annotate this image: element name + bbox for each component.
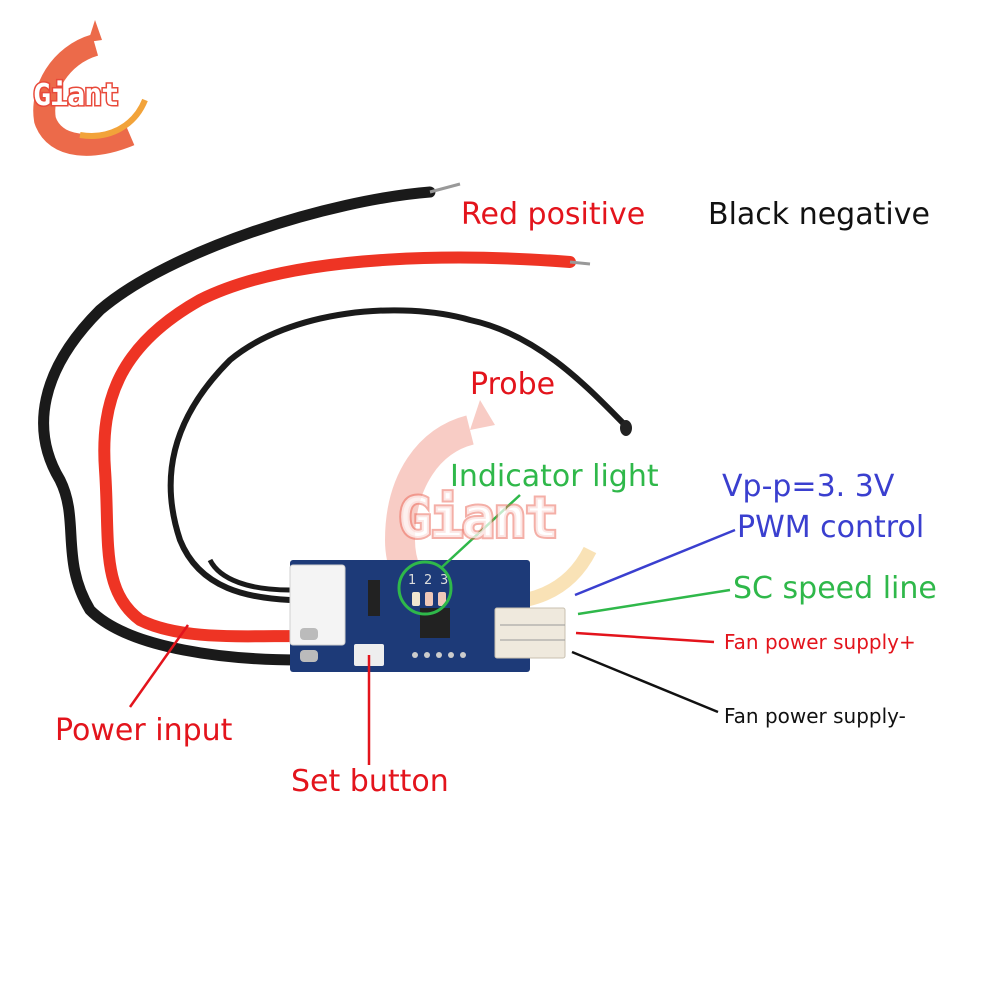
label-indicator-light: Indicator light — [450, 459, 659, 494]
label-sc-speed-line: SC speed line — [733, 571, 937, 606]
label-set-button: Set button — [291, 764, 449, 799]
red-power-wire — [98, 251, 576, 643]
label-fan-power-minus: Fan power supply- — [724, 704, 906, 728]
pwm-leader — [574, 528, 736, 597]
fan-connector — [494, 607, 566, 659]
pcb-board — [290, 560, 530, 672]
sc-leader — [577, 588, 731, 616]
label-probe: Probe — [470, 367, 556, 402]
led-number-2: 2 — [424, 573, 432, 588]
label-red-positive: Red positive — [461, 197, 646, 232]
led-1 — [412, 592, 420, 606]
brand-logo-graphic — [33, 20, 148, 156]
probe-wire — [167, 307, 628, 603]
led-number-3: 3 — [440, 573, 448, 588]
black-power-wire — [38, 186, 436, 666]
brand-logo-text: Giant — [31, 77, 120, 115]
led-number-1: 1 — [408, 573, 416, 588]
label-pwm-control: PWM control — [737, 510, 925, 545]
indicator-leader — [440, 494, 521, 569]
red-wire-tip — [569, 260, 591, 266]
fan-plus-leader — [575, 631, 715, 644]
label-fan-power-plus: Fan power supply+ — [724, 630, 916, 654]
indicator-highlight-circle — [397, 560, 453, 616]
probe-tip — [620, 420, 632, 436]
label-power-input: Power input — [55, 713, 233, 748]
label-black-negative: Black negative — [708, 197, 930, 232]
black-wire-tip — [429, 182, 461, 194]
led-2 — [425, 592, 433, 606]
label-vpp: Vp-p=3. 3V — [722, 469, 895, 504]
led-3 — [438, 592, 446, 606]
fan-minus-leader — [571, 650, 719, 714]
power-input-leader — [128, 624, 190, 708]
watermark-text: Giant — [396, 484, 561, 553]
